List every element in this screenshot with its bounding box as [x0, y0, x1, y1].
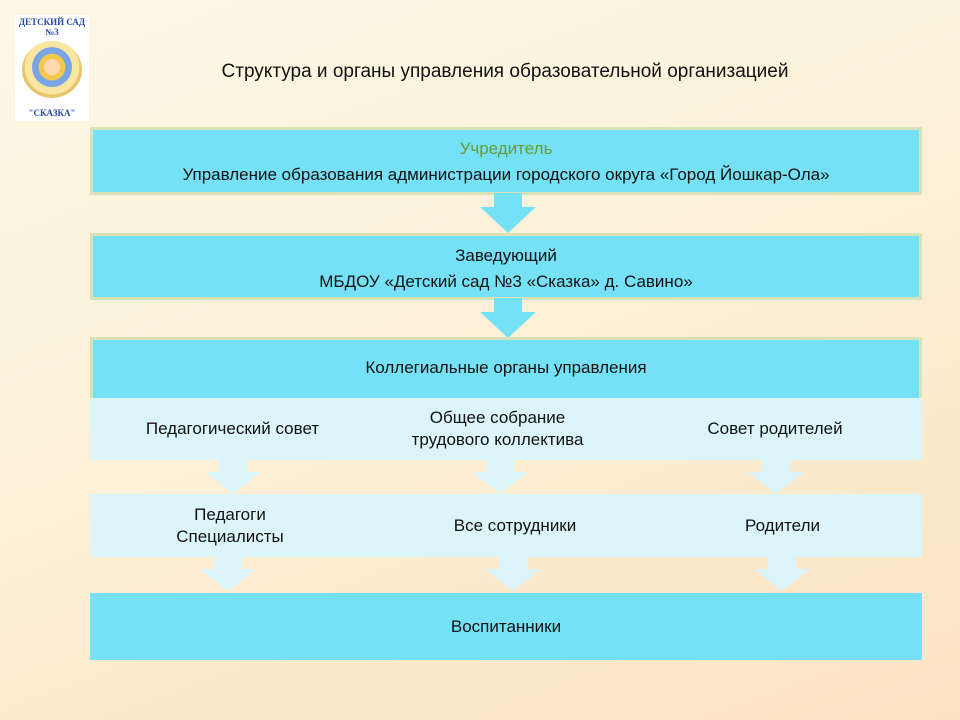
founder-label: Учредитель — [459, 139, 553, 158]
pupils-box: Воспитанники — [90, 593, 922, 660]
pupils-text: Воспитанники — [450, 617, 562, 636]
participant-all-staff: Все сотрудники — [453, 515, 577, 535]
collegial-header-text: Коллегиальные органы управления — [365, 358, 647, 377]
head-label: Заведующий — [455, 246, 557, 265]
participant-parents: Родители — [745, 515, 820, 535]
arrow-down-icon — [205, 460, 261, 494]
kindergarten-logo: ДЕТСКИЙ САД №3 "СКАЗКА" — [15, 15, 89, 121]
body-parents-council: Совет родителей — [707, 419, 843, 438]
logo-emblem-icon — [22, 41, 82, 99]
body-pedagogical-council: Педагогический совет — [145, 419, 320, 438]
participants-row: Педагоги Специалисты Все сотрудники Роди… — [90, 494, 922, 557]
head-box: Заведующий МБДОУ «Детский сад №3 «Сказка… — [90, 233, 922, 300]
logo-text-top: ДЕТСКИЙ САД — [18, 17, 86, 27]
collegial-header: Коллегиальные органы управления — [90, 337, 922, 398]
participant-teachers: Педагоги Специалисты — [176, 504, 284, 546]
body-general-assembly: Общее собрание трудового коллектива — [411, 408, 584, 449]
head-name: МБДОУ «Детский сад №3 «Сказка» д. Савино… — [319, 272, 693, 291]
arrow-down-icon — [480, 298, 536, 338]
arrow-down-icon — [754, 557, 810, 591]
page-title: Структура и органы управления образовате… — [221, 61, 789, 82]
arrow-down-icon — [480, 193, 536, 233]
collegial-bodies-row: Педагогический совет Общее собрание труд… — [90, 398, 922, 460]
arrow-down-icon — [748, 460, 804, 494]
arrow-down-icon — [472, 460, 528, 494]
founder-box: Учредитель Управление образования админи… — [90, 127, 922, 195]
logo-text-number: №3 — [45, 27, 59, 37]
arrow-down-icon — [200, 557, 256, 591]
arrow-down-icon — [485, 557, 541, 591]
founder-name: Управление образования администрации гор… — [182, 165, 830, 184]
logo-text-bottom: "СКАЗКА" — [28, 108, 76, 118]
